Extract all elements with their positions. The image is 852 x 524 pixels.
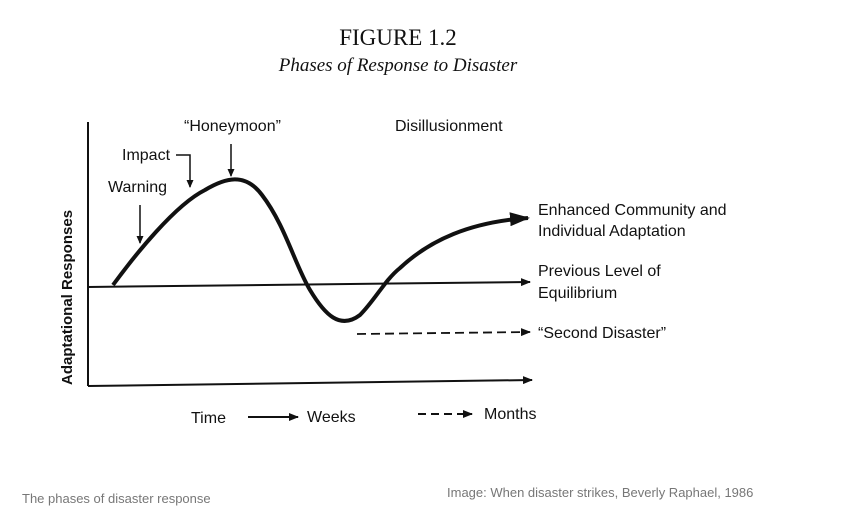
label-warning: Warning — [108, 179, 167, 196]
impact-arrow — [176, 154, 194, 188]
image-caption: The phases of disaster response — [22, 491, 211, 506]
image-credit: Image: When disaster strikes, Beverly Ra… — [447, 485, 754, 500]
label-second-disaster: “Second Disaster” — [538, 325, 666, 342]
label-previous-2: Equilibrium — [538, 285, 617, 302]
label-previous-1: Previous Level of — [538, 263, 661, 280]
label-honeymoon: “Honeymoon” — [184, 118, 281, 135]
legend-time: Time — [191, 410, 226, 427]
legend-months: Months — [484, 406, 536, 423]
label-disillusionment: Disillusionment — [395, 118, 503, 135]
y-axis-label: Adaptational Responses — [59, 210, 76, 385]
x-axis — [87, 376, 533, 387]
label-impact: Impact — [122, 147, 171, 164]
legend-weeks: Weeks — [307, 409, 356, 426]
label-enhanced-2: Individual Adaptation — [538, 223, 686, 240]
label-enhanced-1: Enhanced Community and — [538, 202, 727, 219]
response-curve — [111, 177, 530, 323]
second-disaster-line — [356, 328, 531, 337]
figure-title: FIGURE 1.2 — [339, 25, 457, 50]
figure-subtitle: Phases of Response to Disaster — [278, 55, 518, 76]
